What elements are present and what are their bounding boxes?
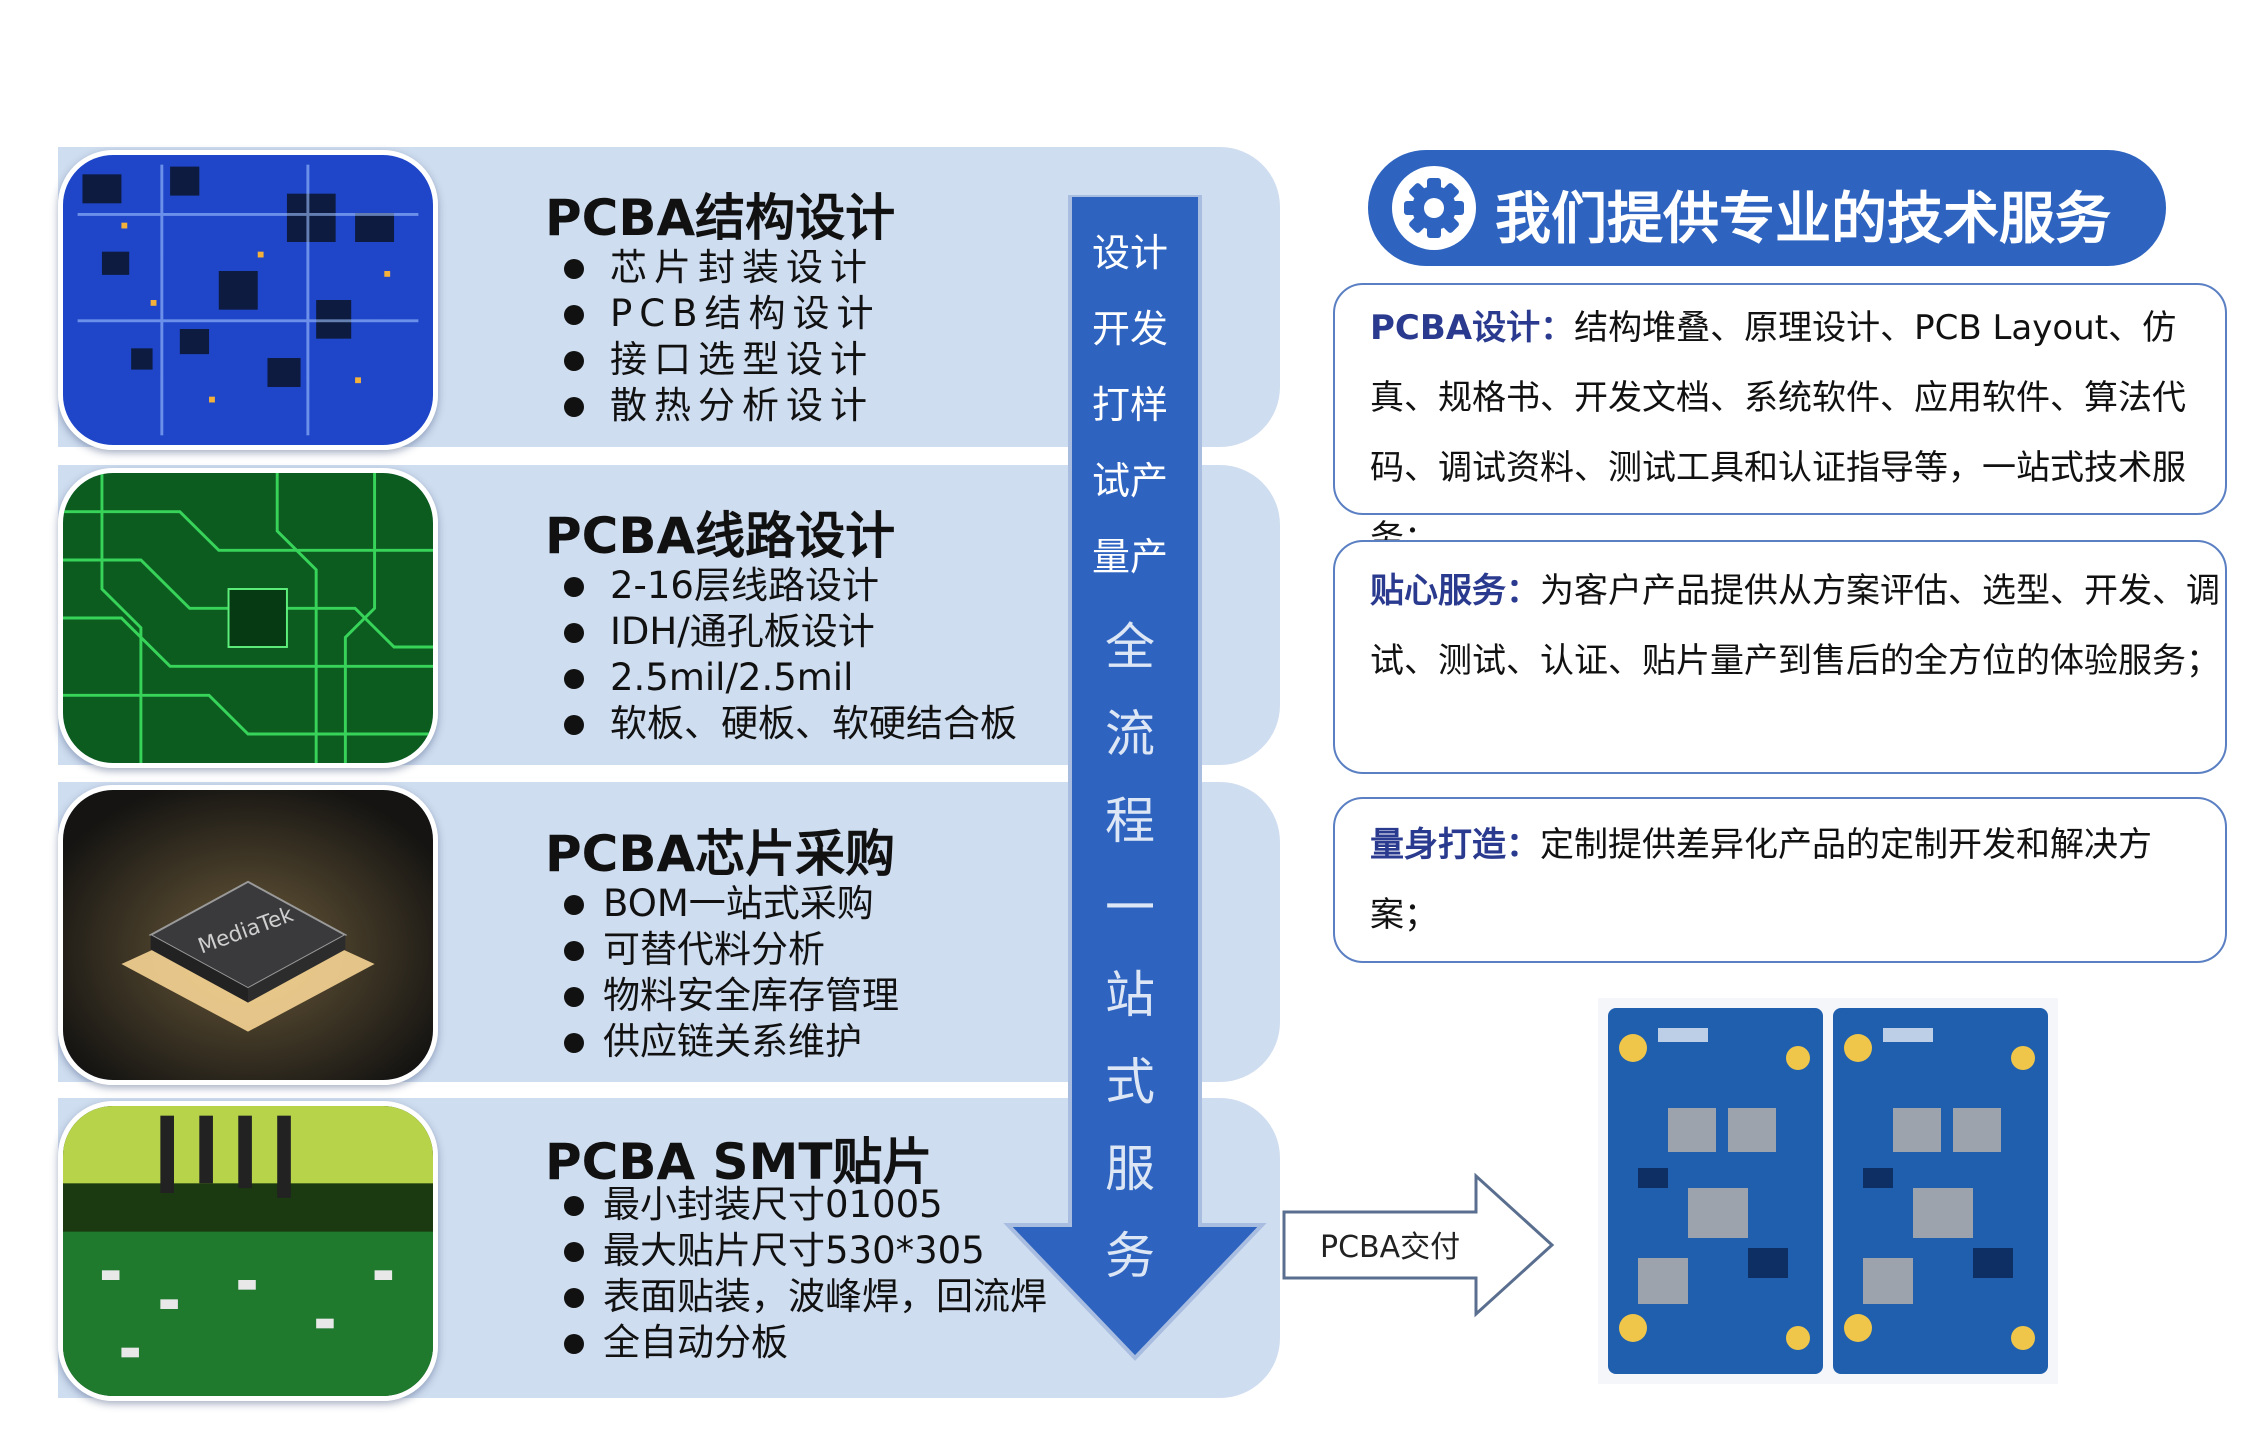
section-title-smt: PCBA SMT贴片 — [545, 1133, 933, 1191]
service-description: 定制提供差异化产品的定制开发和解决方案； — [1370, 825, 2152, 935]
process-step: 开发 — [1091, 307, 1168, 351]
service-description: 结构堆叠、原理设计、PCB Layout、仿真、规格书、开发文档、系统软件、应用… — [1370, 308, 2186, 558]
delivery-arrow — [1282, 1172, 1555, 1318]
procurement-list: BOM一站式采购 可替代料分析 物料安全库存管理 供应链关系维护 — [560, 881, 899, 1065]
services-header — [1368, 150, 2166, 266]
pcb-layout-image — [58, 150, 438, 450]
process-step: 打样 — [1091, 383, 1168, 427]
service-text-custom: 量身打造：定制提供差异化产品的定制开发和解决方案； — [1370, 810, 2190, 950]
list-item: 接口选型设计 — [560, 337, 881, 383]
slogan-char: 式 — [1105, 1053, 1155, 1111]
process-step: 量产 — [1091, 535, 1168, 579]
service-description: 为客户产品提供从方案评估、选型、开发、调试、测试、认证、贴片量产到售后的全方位的… — [1370, 571, 2220, 681]
list-item: 供应链关系维护 — [560, 1019, 899, 1065]
finished-pcb-image — [1598, 998, 2058, 1384]
list-item: 物料安全库存管理 — [560, 973, 899, 1019]
circuit-board-image — [58, 468, 438, 768]
process-down-arrow — [1003, 195, 1267, 1361]
list-item: 最小封装尺寸01005 — [560, 1182, 1047, 1228]
section-title-structure: PCBA结构设计 — [545, 189, 896, 247]
list-item: 散热分析设计 — [560, 383, 881, 429]
list-item: 2.5mil/2.5mil — [560, 655, 1017, 701]
section-title-procurement: PCBA芯片采购 — [545, 825, 896, 883]
list-item: 可替代料分析 — [560, 927, 899, 973]
slogan-char: 流 — [1105, 705, 1155, 763]
slogan-char: 全 — [1105, 618, 1155, 676]
list-item: BOM一站式采购 — [560, 881, 899, 927]
list-item: 最大贴片尺寸530*305 — [560, 1228, 1047, 1274]
slogan-char: 一 — [1105, 879, 1155, 937]
gear-icon — [1392, 166, 1476, 250]
service-card-care — [1333, 540, 2227, 774]
structure-list: 芯片封装设计 PCB结构设计 接口选型设计 散热分析设计 — [560, 245, 881, 429]
section-title-circuit: PCBA线路设计 — [545, 507, 896, 565]
list-item: IDH/通孔板设计 — [560, 609, 1017, 655]
slogan-char: 站 — [1105, 966, 1155, 1024]
process-step: 设计 — [1091, 231, 1168, 275]
list-item: 2-16层线路设计 — [560, 563, 1017, 609]
service-card-design — [1333, 283, 2227, 515]
smt-machine-image — [58, 1101, 438, 1401]
service-text-care: 贴心服务：为客户产品提供从方案评估、选型、开发、调试、测试、认证、贴片量产到售后… — [1370, 556, 2230, 696]
slogan-char: 程 — [1105, 792, 1155, 850]
list-item: PCB结构设计 — [560, 291, 881, 337]
list-item: 芯片封装设计 — [560, 245, 881, 291]
slogan-char: 服 — [1105, 1140, 1155, 1198]
slogan-char: 务 — [1105, 1227, 1155, 1285]
process-slogan: 全 流 程 一 站 式 服 务 — [1080, 604, 1180, 1300]
list-item: 表面贴装，波峰焊，回流焊 — [560, 1274, 1047, 1320]
mediatek-chip-image: MediaTek — [58, 785, 438, 1085]
smt-list: 最小封装尺寸01005 最大贴片尺寸530*305 表面贴装，波峰焊，回流焊 全… — [560, 1182, 1047, 1366]
process-steps: 设计 开发 打样 试产 量产 — [1080, 215, 1180, 595]
process-step: 试产 — [1091, 459, 1168, 503]
list-item: 全自动分板 — [560, 1320, 1047, 1366]
service-card-custom — [1333, 797, 2227, 963]
list-item: 软板、硬板、软硬结合板 — [560, 701, 1017, 747]
service-label: PCBA设计： — [1370, 308, 1575, 348]
services-title: 我们提供专业的技术服务 — [1495, 187, 2111, 252]
service-text-design: PCBA设计：结构堆叠、原理设计、PCB Layout、仿真、规格书、开发文档、… — [1370, 293, 2230, 573]
delivery-label: PCBA交付 — [1320, 1230, 1461, 1265]
circuit-list: 2-16层线路设计 IDH/通孔板设计 2.5mil/2.5mil 软板、硬板、… — [560, 563, 1017, 747]
service-label: 量身打造： — [1370, 825, 1540, 865]
service-label: 贴心服务： — [1370, 571, 1540, 611]
